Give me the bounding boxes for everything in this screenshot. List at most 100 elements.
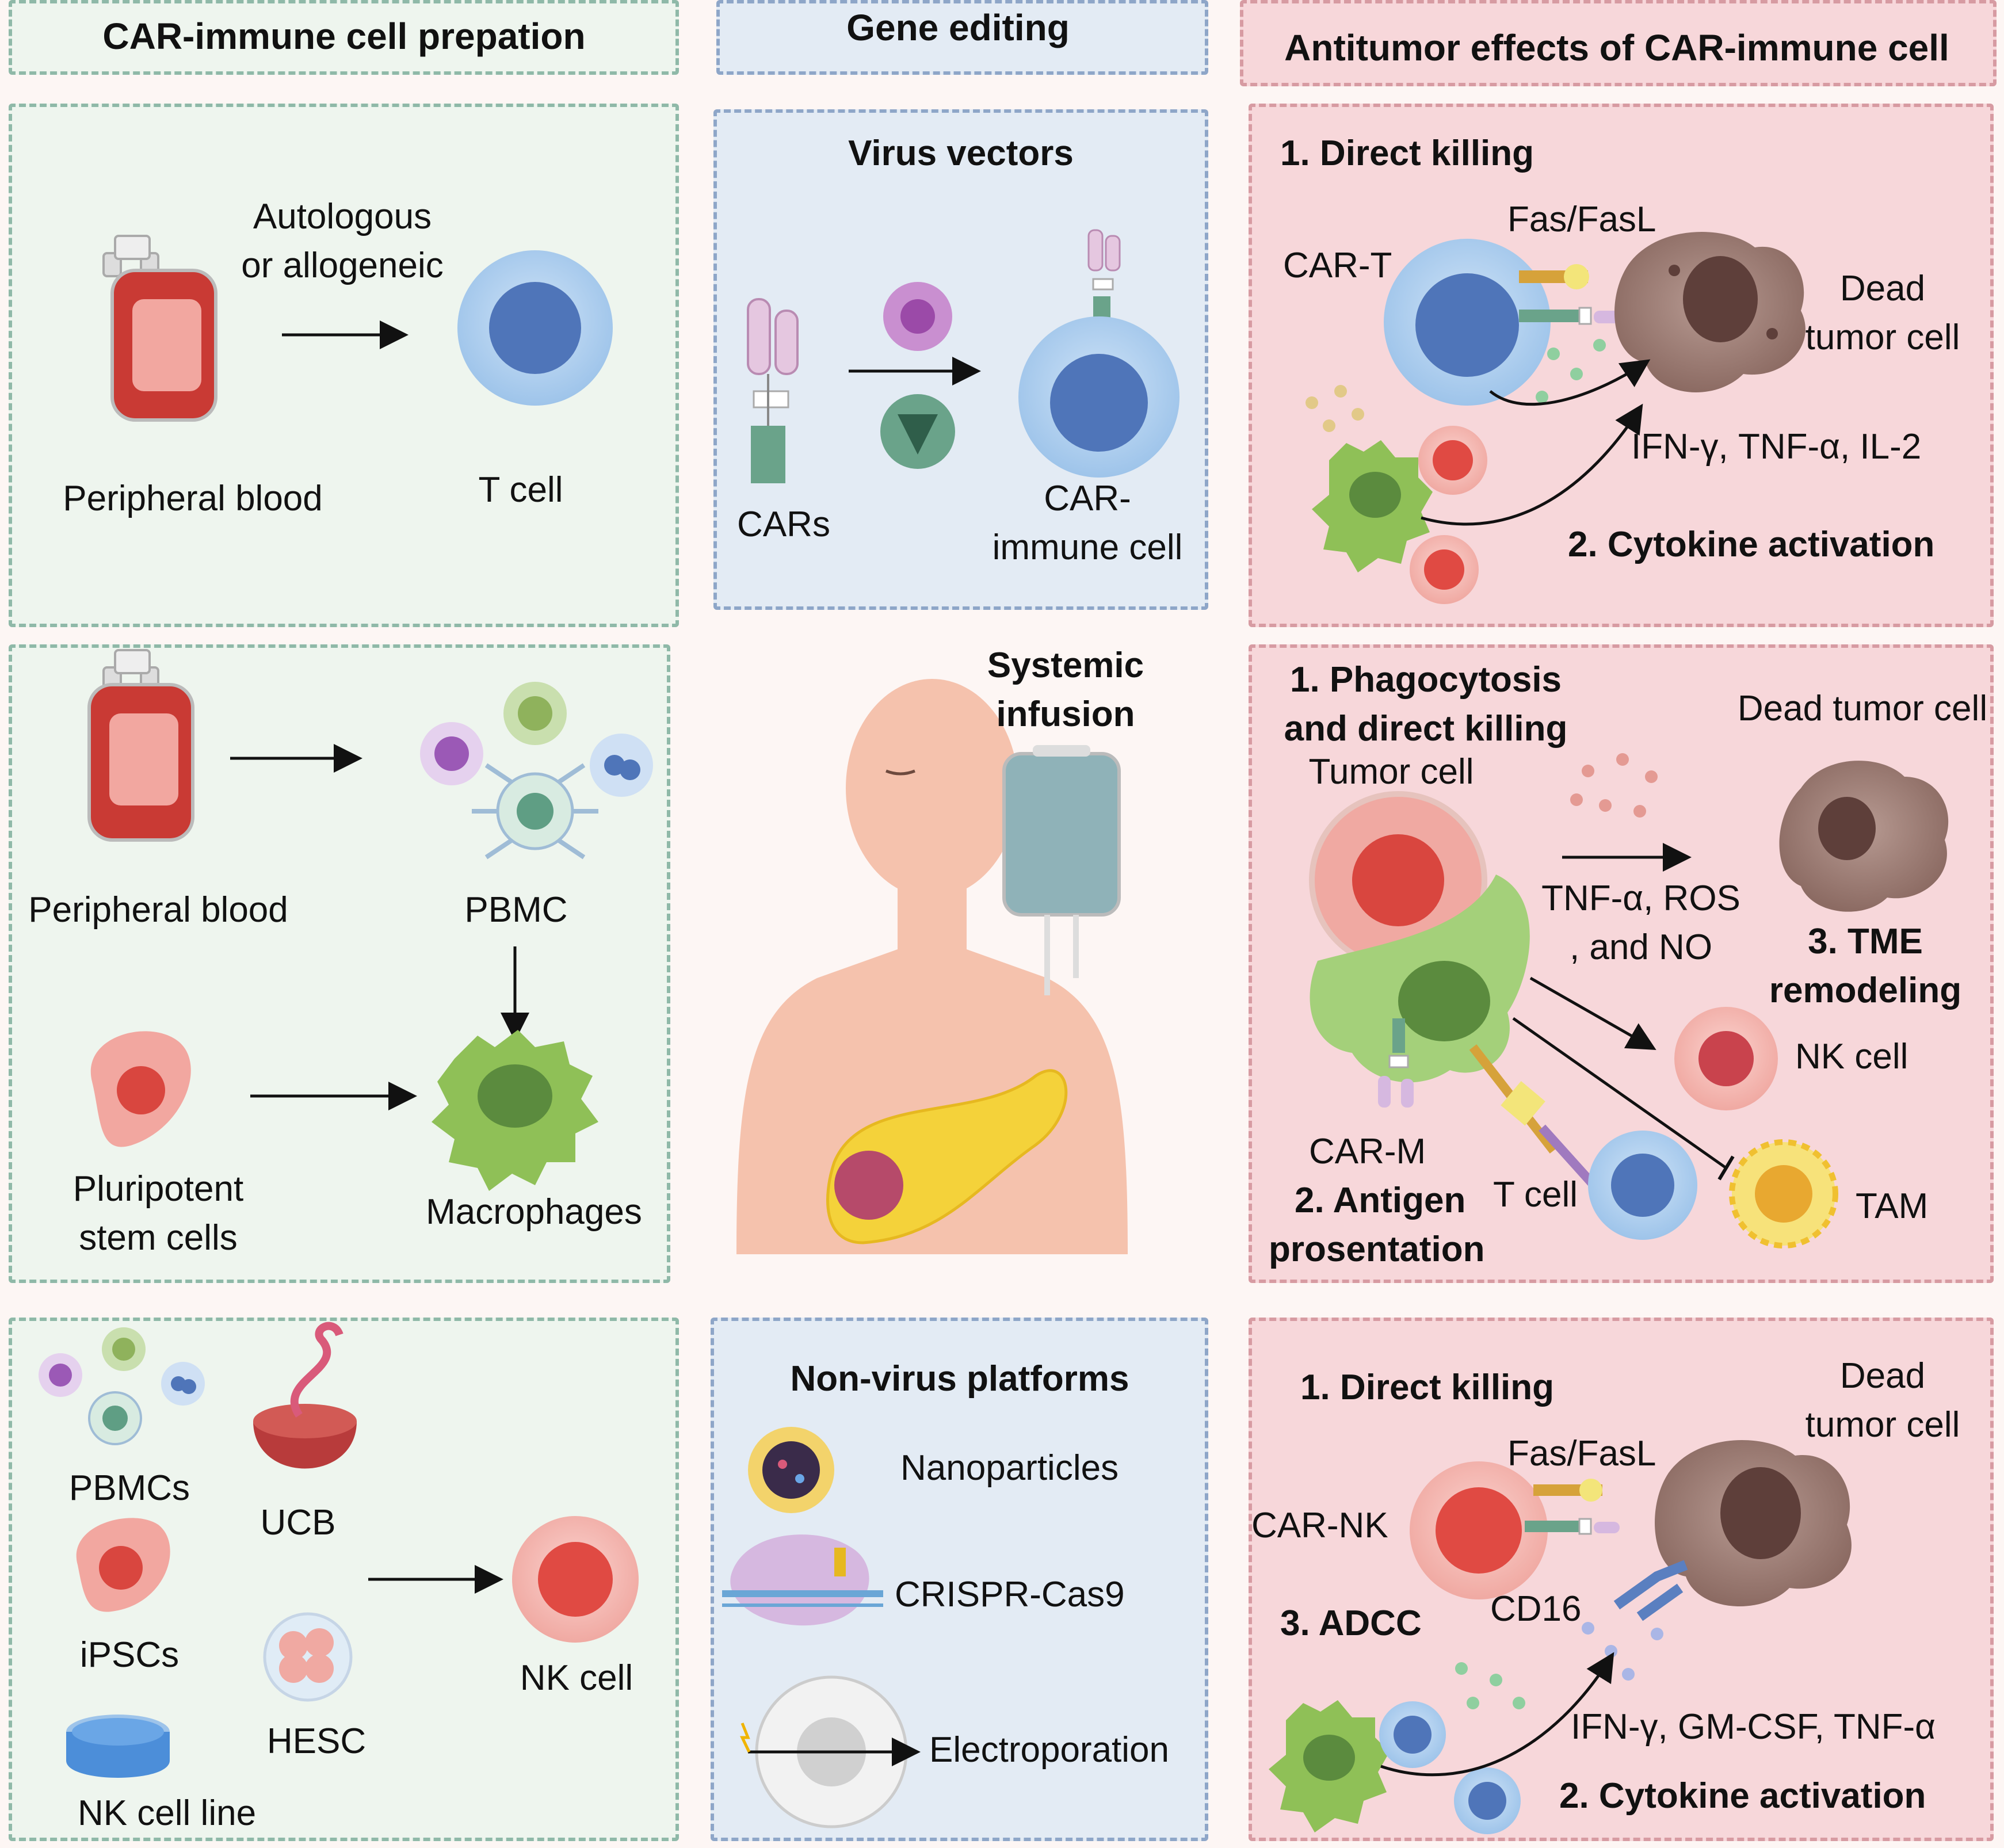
label-ucb: UCB	[260, 1503, 336, 1542]
lentivirus-icon	[883, 282, 952, 351]
label-tumor-cell: Tumor cell	[1308, 752, 1474, 792]
dead-tumor-cell-icon-2	[1779, 761, 1949, 912]
label-carnk-cytokines: IFN-γ, GM-CSF, TNF-α	[1571, 1707, 1936, 1747]
label-nanoparticles: Nanoparticles	[900, 1448, 1119, 1488]
label-pbmc: PBMC	[464, 890, 568, 930]
cd16-antibody-icon	[1613, 1560, 1688, 1621]
carm-step1-line1: 1. Phagocytosis	[1289, 660, 1562, 700]
ucb-icon	[253, 1322, 357, 1469]
human-infusion-illustration	[736, 679, 1128, 1254]
car-construct-icon	[747, 298, 799, 483]
label-car-line1: CAR-	[1044, 479, 1131, 518]
car-nk-cell-icon	[1410, 1461, 1620, 1599]
label-car-t: CAR-T	[1283, 246, 1392, 285]
label-tam: TAM	[1856, 1186, 1929, 1226]
label-car-nk: CAR-NK	[1251, 1506, 1388, 1545]
arrow-cart-cytokine	[1421, 403, 1643, 526]
label-cars: CARs	[737, 505, 830, 544]
label-peripheral-blood: Peripheral blood	[63, 479, 323, 518]
adcc-dots	[1455, 1622, 1663, 1709]
label-car-m: CAR-M	[1309, 1132, 1426, 1171]
inhibit-tam	[1512, 1017, 1727, 1170]
blood-bag-icon	[102, 235, 217, 422]
carm-step3-line2: remodeling	[1769, 971, 1962, 1010]
car-t-cell-icon	[1384, 239, 1620, 406]
nanoparticle-icon	[748, 1427, 834, 1513]
carnk-step3: 3. ADCC	[1280, 1603, 1422, 1643]
label-cd16: CD16	[1490, 1589, 1582, 1629]
cart-step2: 2. Cytokine activation	[1568, 525, 1935, 564]
macrophage-icon	[432, 1030, 598, 1191]
label-factors-line1: TNF-α, ROS	[1541, 879, 1740, 918]
label-fas-fasl-3: Fas/FasL	[1507, 1434, 1656, 1473]
label-t-cell-2: T cell	[1493, 1175, 1578, 1215]
cytokine-dots	[1306, 339, 1606, 432]
carm-step3-line1: 3. TME	[1808, 922, 1923, 961]
inhibit-tam-bar	[1717, 1155, 1735, 1181]
infusion-line2: infusion	[996, 694, 1135, 734]
header-col1	[9, 0, 679, 75]
label-nk-cell-2: NK cell	[1795, 1037, 1908, 1076]
label-dead-line2: tumor cell	[1805, 318, 1960, 357]
label-hesc: HESC	[266, 1721, 367, 1761]
header-col2	[716, 0, 1208, 75]
header-col1-title: CAR-immune cell prepation	[102, 16, 586, 57]
non-virus-title: Non-virus platforms	[790, 1359, 1129, 1399]
header-col3	[1240, 0, 1997, 86]
label-car-line2: immune cell	[992, 528, 1183, 567]
pbmcs-icon	[39, 1327, 205, 1445]
adenovirus-icon	[880, 394, 955, 469]
label-pbmcs: PBMCs	[68, 1468, 190, 1508]
label-crispr-cas9: CRISPR-Cas9	[895, 1575, 1125, 1614]
label-factors-line2: , and NO	[1569, 927, 1713, 967]
label-dead-line2-3: tumor cell	[1805, 1405, 1960, 1445]
t-cell-small-icons	[1379, 1701, 1521, 1834]
ipscs-icon	[76, 1518, 170, 1612]
macrophage-small-icon	[1312, 440, 1433, 572]
crispr-cas9-icon	[722, 1534, 883, 1626]
label-cart-cytokines: IFN-γ, TNF-α, IL-2	[1631, 427, 1922, 467]
label-fas-fasl: Fas/FasL	[1507, 200, 1656, 239]
label-t-cell: T cell	[478, 470, 563, 510]
car-immune-cell-icon	[1018, 229, 1180, 478]
t-cell-icon	[457, 250, 613, 406]
label-electroporation: Electroporation	[929, 1730, 1170, 1770]
carm-step2-line1: 2. Antigen	[1295, 1181, 1466, 1220]
label-nk-cell-line: NK cell line	[77, 1793, 257, 1833]
tam-icon	[1729, 1139, 1838, 1248]
virus-vectors-title: Virus vectors	[848, 133, 1074, 173]
label-dead-line1: Dead	[1839, 269, 1926, 308]
header-col3-title: Antitumor effects of CAR-immune cell	[1284, 27, 1949, 68]
infusion-line1: Systemic	[987, 646, 1144, 685]
carnk-step1: 1. Direct killing	[1300, 1368, 1555, 1407]
nk-small-icons	[1410, 426, 1487, 604]
arrow-cart-killing	[1489, 359, 1651, 406]
macrophage-small-icon-2	[1269, 1700, 1390, 1832]
tumor-cell-icon	[1309, 791, 1487, 969]
label-dead-tumor-cell: Dead tumor cell	[1737, 689, 1988, 728]
secreted-factor-dots	[1570, 753, 1658, 818]
label-peripheral-blood-2: Peripheral blood	[28, 890, 288, 930]
label-autologous: Autologous	[253, 197, 432, 236]
dead-tumor-cell-icon	[1614, 231, 1805, 393]
label-stem-cells: stem cells	[79, 1218, 238, 1258]
label-pluripotent: Pluripotent	[72, 1169, 244, 1209]
electroporation-icon	[740, 1675, 921, 1828]
label-dead-line1-3: Dead	[1839, 1356, 1926, 1396]
stem-cell-icon	[90, 1031, 191, 1147]
arrow-to-nk	[1529, 976, 1656, 1050]
car-m-cell-icon	[1310, 875, 1597, 1189]
hesc-icon	[263, 1612, 353, 1702]
header-col2-title: Gene editing	[846, 7, 1070, 48]
carm-step2-line2: prosentation	[1269, 1230, 1485, 1269]
blood-bag-icon-2	[87, 649, 194, 842]
arrow-carnk-cytokine	[1380, 1652, 1614, 1777]
t-cell-small-icon	[1588, 1131, 1697, 1240]
panel-car-nk-effects	[1249, 1318, 1994, 1841]
label-nk-cell: NK cell	[520, 1658, 633, 1698]
label-allogeneic: or allogeneic	[241, 246, 444, 285]
nk-cell-line-dish-icon	[66, 1715, 170, 1778]
nk-cell-icon-2	[1674, 1007, 1778, 1110]
label-ipscs: iPSCs	[79, 1635, 180, 1675]
